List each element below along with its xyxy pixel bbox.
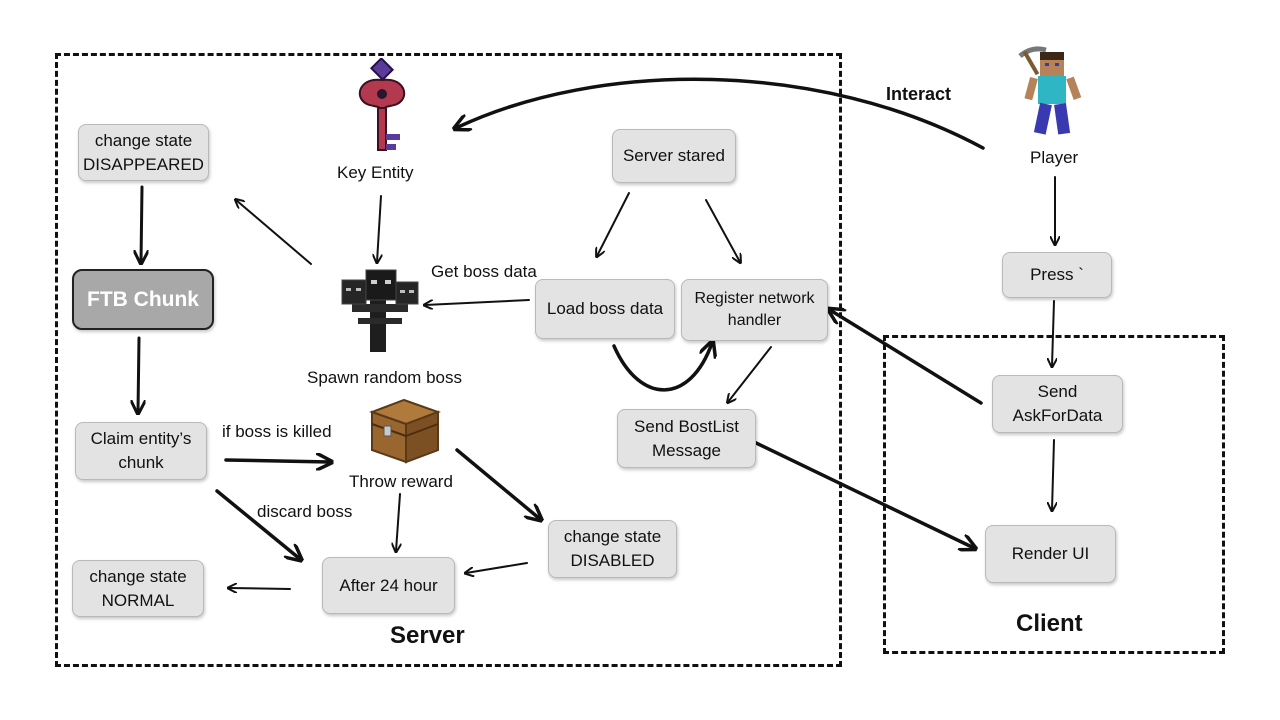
arrow-reward-to-disabled	[455, 448, 540, 519]
client-region-title: Client	[1016, 610, 1083, 637]
arrow-server-to-register	[705, 199, 740, 262]
change-state-disabled-node: change state DISABLED	[548, 520, 677, 578]
press-node: Press `	[1002, 252, 1112, 298]
arrow-load-to-boss	[425, 299, 530, 305]
server-stared-node: Server stared	[612, 129, 736, 183]
arrow-send-to-render	[1052, 439, 1054, 510]
get-boss-data-label: Get boss data	[431, 262, 537, 281]
load-boss-data-node: Load boss data	[535, 279, 675, 339]
player-icon	[1018, 46, 1082, 135]
arrow-disappeared-to-ftb	[141, 185, 142, 262]
throw-reward-label: Throw reward	[349, 472, 453, 491]
arrow-load-to-register-curve	[612, 343, 712, 392]
after-24-hour-node: After 24 hour	[322, 557, 455, 614]
arrow-reward-to-after24	[396, 493, 400, 551]
reward-chest-icon	[369, 398, 441, 464]
arrow-send-to-register	[830, 310, 983, 405]
arrow-bostlist-to-render	[750, 439, 974, 548]
register-network-handler-node: Register network handler	[681, 279, 828, 341]
arrow-claim-to-after24	[215, 489, 300, 559]
player-label: Player	[1030, 148, 1079, 167]
arrow-interact	[456, 77, 985, 150]
server-region	[55, 53, 842, 667]
render-ui-node: Render UI	[985, 525, 1116, 583]
arrow-server-to-load	[597, 192, 630, 256]
arrow-register-to-bostlist	[728, 346, 772, 402]
server-region-title: Server	[390, 622, 465, 649]
arrow-disabled-to-after24	[466, 562, 528, 573]
send-askfordata-node: Send AskForData	[992, 375, 1123, 433]
change-state-disappeared-node: change state DISAPPEARED	[78, 124, 209, 181]
spawn-random-boss-label: Spawn random boss	[307, 368, 462, 387]
claim-entity-chunk-node: Claim entity’s chunk	[75, 422, 207, 480]
send-bostlist-message-node: Send BostList Message	[617, 409, 756, 468]
change-state-normal-node: change state NORMAL	[72, 560, 204, 617]
wither-boss-icon	[341, 269, 419, 352]
arrow-ftb-to-claim	[138, 336, 139, 412]
arrow-key-to-boss	[377, 195, 381, 262]
arrow-claim-to-reward	[224, 460, 330, 462]
interact-label: Interact	[886, 84, 952, 104]
key-entity-icon	[358, 58, 406, 151]
discard-boss-label: discard boss	[257, 502, 353, 521]
arrow-press-to-send	[1052, 300, 1054, 366]
client-region	[883, 335, 1225, 654]
arrow-boss-to-disappeared	[236, 200, 312, 265]
key-entity-label: Key Entity	[337, 163, 414, 182]
if-boss-is-killed-label: if boss is killed	[222, 422, 332, 441]
ftb-chunk-node: FTB Chunk	[72, 269, 214, 330]
arrow-after24-to-normal	[229, 588, 291, 589]
